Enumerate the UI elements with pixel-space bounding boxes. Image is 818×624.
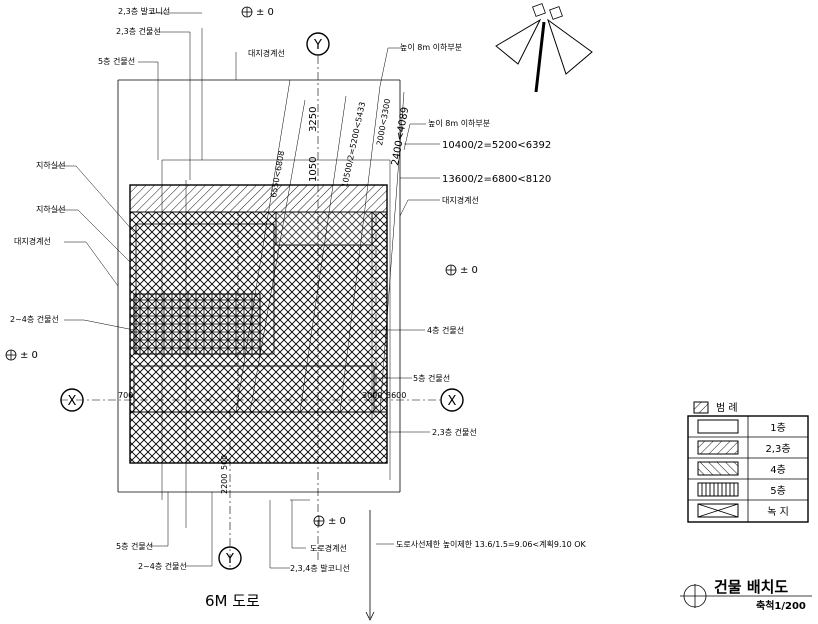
label-floor5-right: 5층 건물선 (413, 373, 450, 383)
label-site-line-top: 대지경계선 (248, 48, 285, 58)
label-floor4-right: 4층 건물선 (427, 325, 464, 335)
svg-text:Y: Y (313, 38, 322, 53)
label-road-note: 도로사선제한 높이제한 13.6/1.5=9.06<계획9.10 OK (396, 539, 587, 549)
label-floor24-left: 2~4층 건물선 (10, 314, 59, 324)
dim-2200: 2200 (220, 474, 229, 494)
legend-item-5: 녹 지 (767, 506, 789, 518)
axis-marker-x-right: X (440, 388, 464, 412)
level-value-left: ± 0 (20, 350, 38, 361)
dim-500: 500 (220, 455, 229, 470)
label-site-line-top-small: 2,3층 발코니선 (118, 6, 170, 16)
leader-lines (56, 12, 440, 569)
label-floor5-left: 5층 건물선 (98, 56, 135, 66)
legend-item-3: 4층 (770, 464, 786, 476)
dim-3600: 3600 (386, 391, 406, 400)
level-value-right: ± 0 (460, 265, 478, 276)
axis-marker-x-left: X (60, 388, 84, 412)
label-height-8m-2: 높이 8m 이하부분 (428, 118, 490, 128)
dim-1050: 1050 (308, 157, 319, 182)
level-mark-left: ± 0 (5, 349, 38, 361)
label-height-8m-1: 높이 8m 이하부분 (400, 42, 462, 52)
label-site-line-left: 대지경계선 (14, 236, 51, 246)
building-site (60, 28, 440, 621)
label-site-line-right: 대지경계선 (442, 195, 479, 205)
axis-marker-y-top: Y (306, 32, 330, 56)
level-value-bottom: ± 0 (328, 516, 346, 527)
legend-title: 범 례 (716, 402, 738, 414)
label-road-line: 도로경계선 (310, 543, 347, 553)
level-value-top: ± 0 (256, 7, 274, 18)
label-left-b: 지하실선 (36, 204, 65, 214)
label-eave234: 2,3,4층 발코니선 (290, 563, 350, 573)
dim-2400: 2400<4089 (390, 106, 411, 166)
north-arrow-icon (495, 3, 593, 93)
svg-text:Y: Y (225, 552, 234, 567)
level-mark-bottom: ± 0 (313, 515, 346, 527)
title-block: 건물 배치도 축척1/200 (680, 578, 812, 612)
axis-marker-y-bottom: Y (218, 546, 242, 570)
legend-item-2: 2,3층 (765, 443, 790, 455)
dim-5200: 10500/2=5200<5433 (340, 101, 367, 188)
plan-title: 건물 배치도 (714, 578, 788, 596)
label-floor23-right: 2,3층 건물선 (432, 427, 477, 437)
level-mark-right: ± 0 (445, 264, 478, 276)
legend: 범 례 1층 2,3층 4층 5층 녹 지 (687, 401, 809, 523)
level-mark-top: ± 0 (241, 6, 274, 18)
dim-3250: 3250 (308, 107, 319, 132)
plan-scale: 축척1/200 (756, 599, 806, 612)
label-calc-1: 10400/2=5200<6392 (442, 140, 551, 151)
label-left-a: 지하실선 (36, 160, 65, 170)
label-calc-2: 13600/2=6800<8120 (442, 174, 551, 185)
svg-text:X: X (448, 394, 457, 409)
label-floor23-top: 2,3층 건물선 (116, 26, 161, 36)
legend-item-4: 5층 (770, 485, 786, 497)
svg-text:X: X (68, 394, 77, 409)
label-floor5-bottom: 5층 건물선 (116, 541, 153, 551)
dim-3000: 3000 (362, 391, 382, 400)
label-floor24-bottom: 2~4층 건물선 (138, 561, 187, 571)
dim-700: 700 (118, 391, 133, 400)
legend-item-1: 1층 (770, 422, 786, 434)
road-label: 6M 도로 (205, 592, 260, 610)
